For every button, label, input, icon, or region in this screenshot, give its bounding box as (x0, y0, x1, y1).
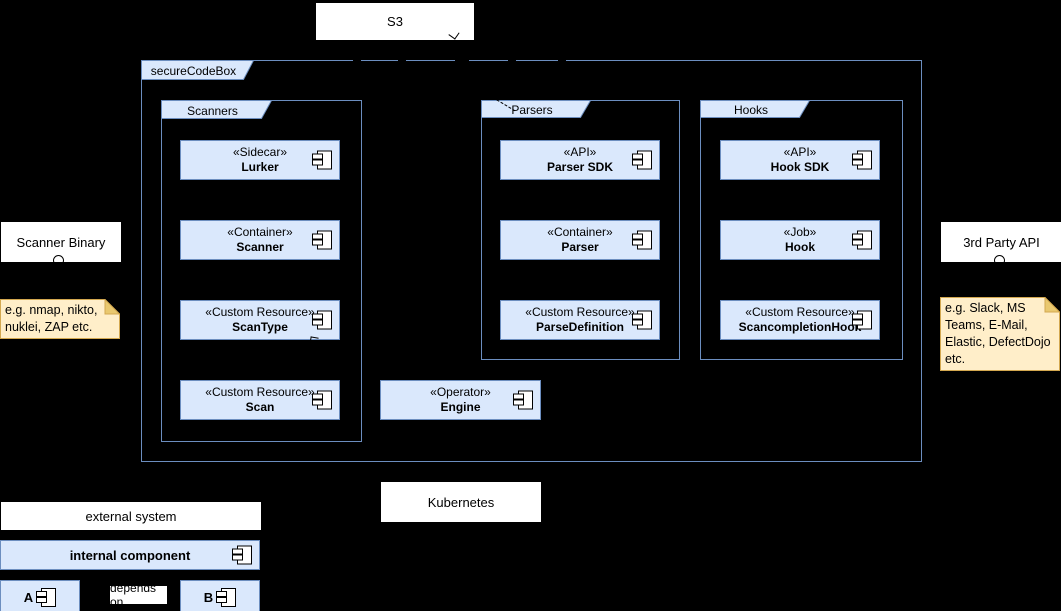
component-stereotype: «API» (563, 145, 597, 159)
legend-a-label: A (23, 589, 34, 605)
component-scantype: «Custom Resource» ScanType (180, 300, 340, 340)
component-engine: «Operator» Engine (380, 380, 541, 420)
component-name: ScanType (232, 320, 288, 334)
third-party-api-node: 3rd Party API (940, 221, 1061, 263)
uml-component-icon (632, 230, 652, 250)
connector-gap (558, 59, 566, 61)
uml-component-icon (632, 310, 652, 330)
parsers-package: Parsers (481, 100, 680, 360)
component-name: Hook SDK (770, 160, 830, 174)
legend-b-label: B (203, 589, 214, 605)
uml-component-icon (852, 150, 872, 170)
component-name: Engine (440, 400, 481, 414)
component-name: Parser SDK (546, 160, 614, 174)
component-stereotype: «Custom Resource» (205, 305, 315, 319)
scanners-package-label: Scanners (187, 103, 238, 118)
component-hook-sdk: «API» Hook SDK (720, 140, 880, 180)
uml-component-icon (852, 310, 872, 330)
uml-component-icon (513, 390, 533, 410)
package-tab-shape (141, 60, 255, 80)
component-parser: «Container» Parser (500, 220, 660, 260)
legend-internal-component-label: internal component (69, 547, 191, 563)
s3-label: S3 (387, 14, 403, 29)
component-parser-sdk: «API» Parser SDK (500, 140, 660, 180)
component-stereotype: «Sidecar» (232, 145, 288, 159)
legend-external-system: external system (0, 501, 262, 531)
uml-component-icon (852, 230, 872, 250)
connector-gap (455, 59, 469, 61)
connector-gap (508, 59, 516, 61)
hooks-package-label: Hooks (733, 103, 768, 117)
scanners-package: Scanners (161, 100, 362, 442)
legend-internal-component: internal component (0, 540, 260, 570)
kubernetes-label: Kubernetes (427, 494, 495, 510)
component-name: Hook (785, 240, 815, 254)
note-text: e.g. Slack, MS Teams, E-Mail, Elastic, D… (945, 301, 1051, 366)
component-stereotype: «Custom Resource» (525, 305, 635, 319)
hooks-package: Hooks (700, 100, 903, 360)
component-scancompletionhook: «Custom Resource» ScancompletionHook (720, 300, 880, 340)
component-stereotype: «Job» (783, 225, 817, 239)
component-stereotype: «Operator» (430, 385, 491, 399)
package-tab-shape (700, 100, 811, 118)
provided-interface-icon (53, 255, 64, 266)
provided-interface-icon (994, 255, 1005, 266)
component-parsedefinition: «Custom Resource» ParseDefinition (500, 300, 660, 340)
securecodebox-package: secureCodeBox (141, 60, 922, 462)
note-text: e.g. nmap, nikto, nuklei, ZAP etc. (5, 303, 98, 334)
legend-node-a: A (0, 580, 80, 611)
arrowhead-artifact (309, 336, 319, 346)
connector-gap (353, 59, 361, 61)
s3-node: S3 (315, 2, 475, 41)
securecodebox-package-label: secureCodeBox (150, 64, 237, 78)
package-tab-shape (481, 100, 592, 118)
legend-depends-on-label: depends on (110, 581, 167, 609)
uml-component-icon (312, 230, 332, 250)
component-lurker: «Sidecar» Lurker (180, 140, 340, 180)
component-name: Scan (245, 400, 275, 414)
component-scan: «Custom Resource» Scan (180, 380, 340, 420)
package-tab-shape (161, 100, 273, 119)
component-hook: «Job» Hook (720, 220, 880, 260)
connector-gap (398, 59, 406, 61)
component-stereotype: «Container» (227, 225, 293, 239)
depends-on-text: depends on (110, 581, 157, 609)
component-stereotype: «Custom Resource» (205, 385, 315, 399)
component-name: ParseDefinition (535, 320, 625, 334)
uml-component-icon (36, 587, 57, 607)
component-name: Parser (561, 240, 599, 254)
scanner-binary-label: Scanner Binary (16, 234, 106, 250)
component-scanner: «Container» Scanner (180, 220, 340, 260)
component-name: Lurker (241, 160, 279, 174)
uml-component-icon (312, 150, 332, 170)
component-stereotype: «Container» (547, 225, 613, 239)
component-name: ScancompletionHook (738, 320, 862, 334)
uml-component-icon (232, 545, 252, 565)
kubernetes-node: Kubernetes (380, 481, 542, 523)
hook-examples-note: e.g. Slack, MS Teams, E-Mail, Elastic, D… (940, 296, 1061, 371)
legend-node-b: B (180, 580, 260, 611)
uml-component-icon (216, 587, 237, 607)
uml-component-icon (312, 310, 332, 330)
uml-component-icon (632, 150, 652, 170)
note-shape (940, 296, 1061, 371)
component-stereotype: «API» (783, 145, 817, 159)
uml-component-icon (312, 390, 332, 410)
scanner-examples-note: e.g. nmap, nikto, nuklei, ZAP etc. (0, 298, 121, 339)
component-stereotype: «Custom Resource» (745, 305, 855, 319)
legend-external-system-label: external system (85, 508, 177, 524)
third-party-api-label: 3rd Party API (963, 234, 1040, 250)
parsers-package-label: Parsers (511, 103, 553, 117)
component-name: Scanner (236, 240, 284, 254)
note-shape (0, 298, 121, 339)
